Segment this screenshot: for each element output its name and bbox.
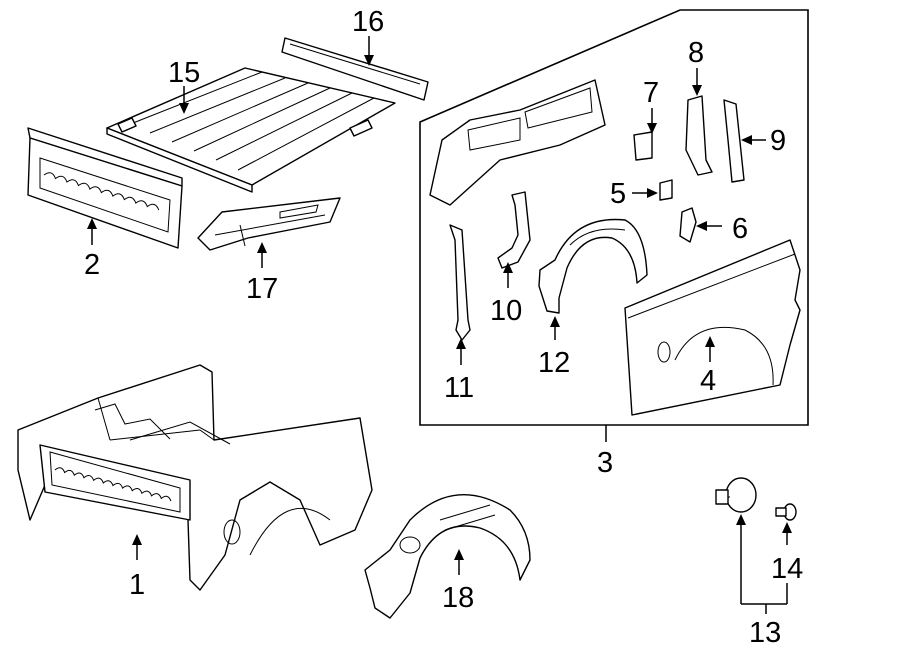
part-15-floor [106,67,396,193]
part-12-wheelhouse-outer [538,218,648,314]
part-13-plug [715,477,757,513]
callout-15: 15 [168,57,200,89]
part-10-bracket [497,191,531,269]
part-16-front-header [281,37,429,101]
part-8-bracket [685,95,713,176]
callout-13: 13 [749,617,781,649]
part-5-plate [659,179,673,201]
callout-2: 2 [84,249,100,281]
callout-17: 17 [246,273,278,305]
callout-10: 10 [490,295,522,327]
part-3-inner-panel [429,79,606,206]
part-1-pickup-box [17,364,373,591]
part-18-wheelhouse [364,494,531,619]
callout-3: 3 [597,447,613,479]
leader-lines [87,36,792,614]
part-17-floor-support [197,197,341,251]
part-11-pillar [449,224,471,341]
part-4-outer-panel [624,239,801,416]
callout-labels: 16 15 2 17 1 18 3 4 12 11 10 7 8 9 5 6 1… [84,6,803,649]
callout-12: 12 [538,347,570,379]
callout-7: 7 [643,77,659,109]
callout-8: 8 [688,37,704,69]
callout-14: 14 [771,553,803,585]
callout-5: 5 [610,178,626,210]
part-6-clip [679,207,697,243]
part-7-plate [633,131,653,161]
callout-1: 1 [129,569,145,601]
part-9-bracket [723,99,745,183]
callout-11: 11 [444,372,474,404]
callout-9: 9 [770,125,786,157]
part-2-front-panel [27,127,183,249]
callout-4: 4 [700,365,716,397]
part-14-pin [775,503,797,521]
callout-16: 16 [352,6,384,38]
callout-18: 18 [442,582,474,614]
callout-6: 6 [732,213,748,245]
